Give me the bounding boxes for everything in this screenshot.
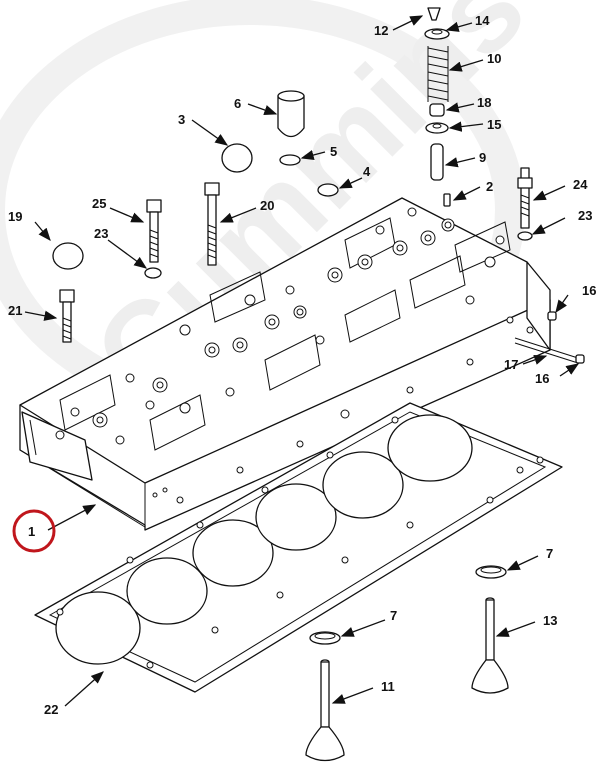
gasket-bores (55, 414, 473, 665)
side-holes (152, 316, 534, 504)
callout-5: 5 (330, 144, 337, 159)
callout-3: 3 (178, 112, 185, 127)
valve-pockets (59, 217, 511, 451)
injector-sleeve (277, 90, 305, 138)
valve-seat-insert-right (475, 565, 507, 579)
callout-23-left: 23 (94, 226, 108, 241)
valve-spring (427, 46, 449, 102)
head-gasket (34, 402, 563, 693)
callout-labels: 12 14 10 18 15 9 2 6 5 3 4 19 25 23 20 2… (8, 13, 596, 717)
callout-1: 1 (28, 524, 35, 539)
highlight-circle (12, 509, 56, 553)
callout-13: 13 (543, 613, 557, 628)
washer-23-right (517, 231, 533, 241)
callout-10: 10 (487, 51, 501, 66)
callout-14: 14 (475, 13, 490, 28)
callout-7-left: 7 (390, 608, 397, 623)
expansion-plug (52, 242, 84, 270)
cylinder-head (19, 197, 551, 531)
cup-plug (221, 143, 253, 173)
callout-2: 2 (486, 179, 493, 194)
callout-25: 25 (92, 196, 106, 211)
callout-6: 6 (234, 96, 241, 111)
callout-11: 11 (381, 679, 395, 694)
plug (317, 183, 339, 197)
callout-22: 22 (44, 702, 58, 717)
callout-12: 12 (374, 23, 388, 38)
bolt-25 (146, 199, 162, 263)
callout-17: 17 (504, 357, 518, 372)
bolt-20 (204, 182, 220, 266)
deck-holes (55, 207, 505, 445)
o-ring (279, 154, 301, 166)
side-plug-16-upper (547, 311, 557, 321)
valve-13 (471, 597, 509, 694)
callout-24: 24 (573, 177, 588, 192)
callout-18: 18 (477, 95, 491, 110)
callout-4: 4 (363, 164, 371, 179)
valve-11 (305, 659, 345, 762)
stud-24 (517, 167, 533, 229)
callout-19: 19 (8, 209, 22, 224)
callout-7-right: 7 (546, 546, 553, 561)
bolt-21 (59, 289, 75, 343)
valve-spring-assembly (424, 7, 451, 207)
tube-17 (514, 337, 585, 364)
callout-21: 21 (8, 303, 22, 318)
washer-23-left (144, 267, 162, 279)
callout-23-right: 23 (578, 208, 592, 223)
callout-16-upper: 16 (582, 283, 596, 298)
valve-seat-insert-left (309, 631, 341, 645)
leader-arrows (24, 15, 580, 707)
gasket-holes (56, 416, 544, 669)
callout-15: 15 (487, 117, 501, 132)
callout-16-lower: 16 (535, 371, 549, 386)
callout-9: 9 (479, 150, 486, 165)
callout-20: 20 (260, 198, 274, 213)
